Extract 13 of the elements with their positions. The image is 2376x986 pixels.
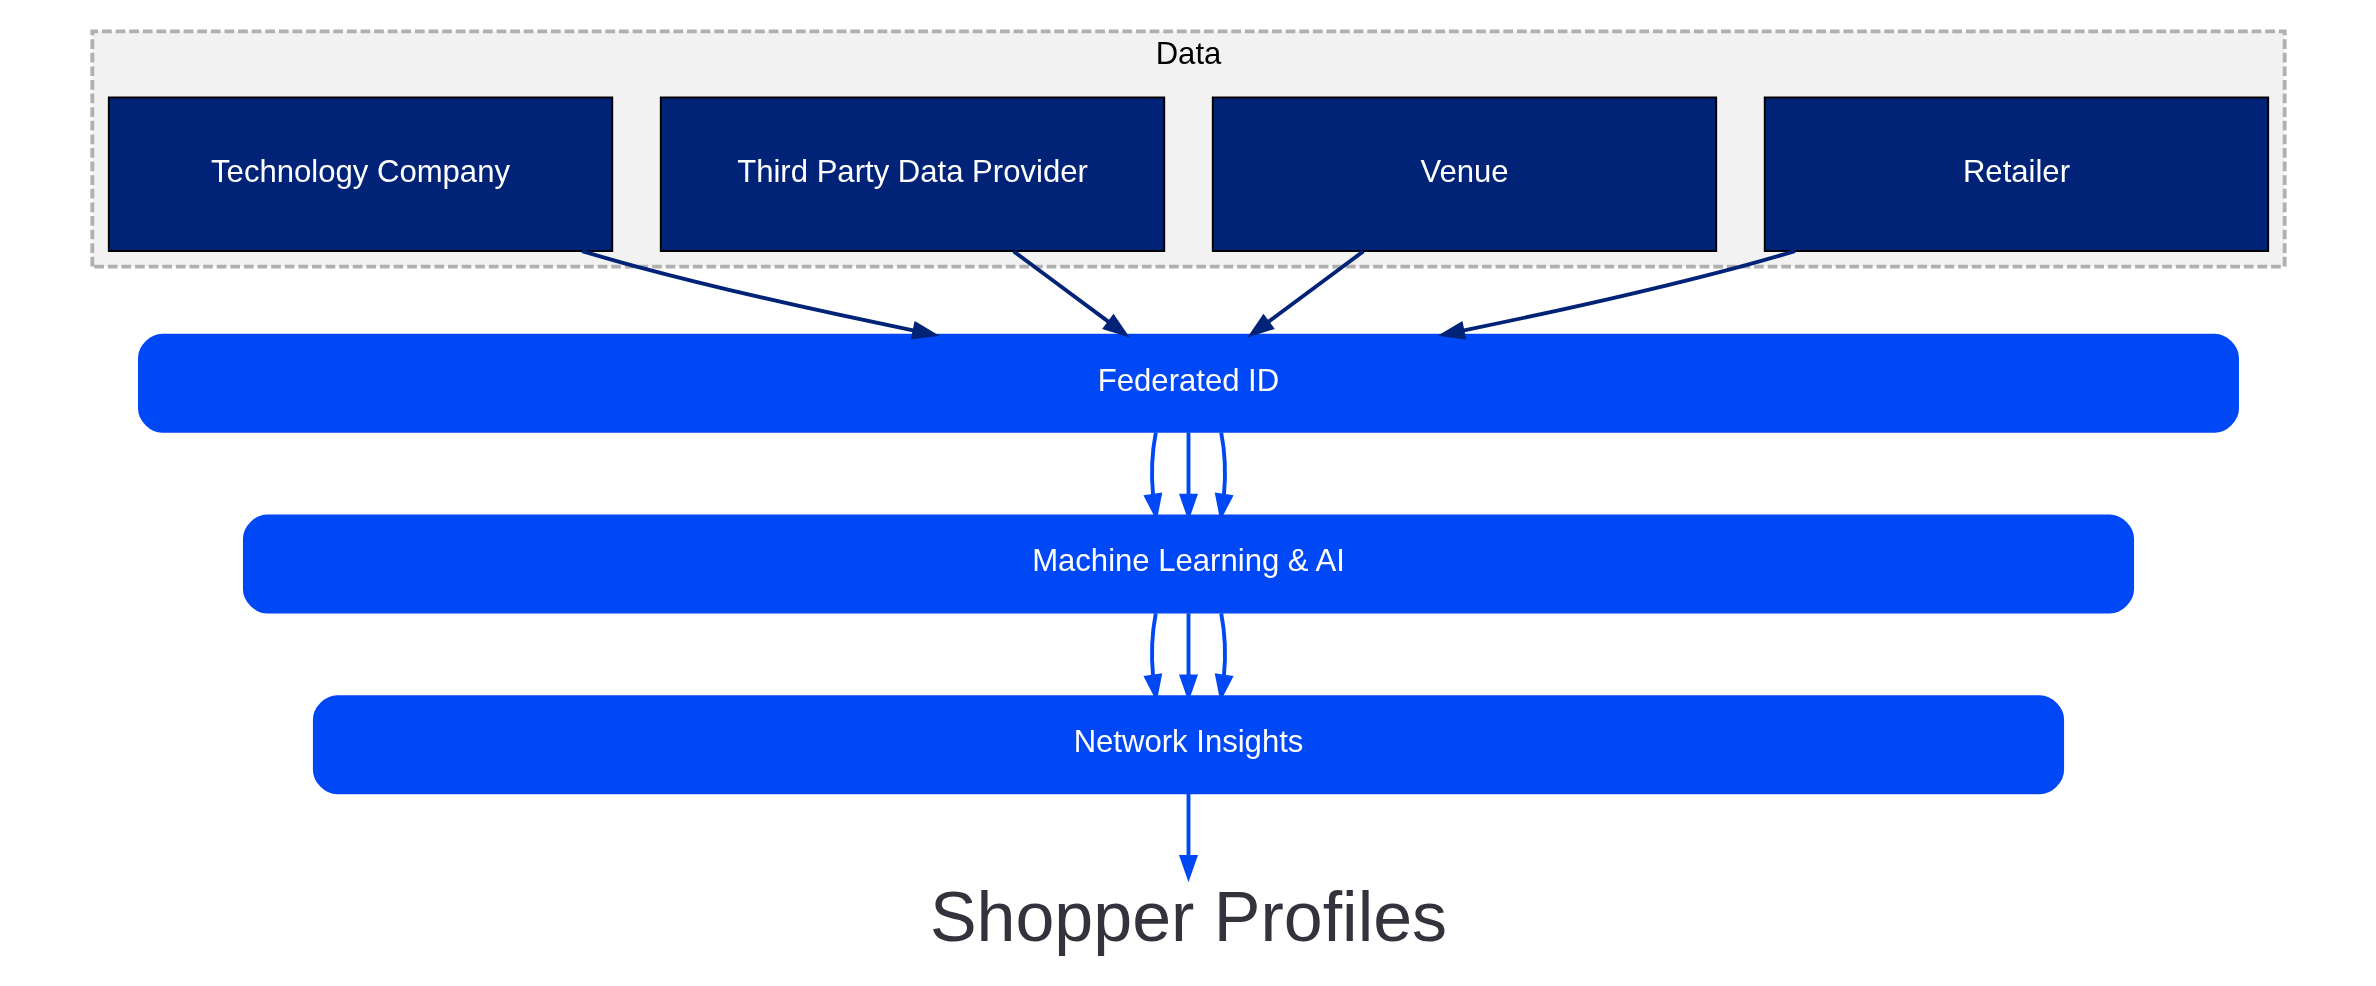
arrow bbox=[1246, 249, 1364, 338]
arrow bbox=[1012, 249, 1130, 338]
node-text: Shopper Profiles bbox=[929, 877, 1447, 956]
arrow bbox=[1437, 249, 1795, 340]
arrow bbox=[1178, 793, 1198, 883]
node-box: Network Insights bbox=[312, 695, 2064, 795]
node-box: Federated ID bbox=[137, 333, 2239, 433]
node-box: Retailer bbox=[1763, 96, 2269, 252]
node-box: Technology Company bbox=[107, 96, 613, 252]
node-box: Third Party Data Provider bbox=[659, 96, 1165, 252]
node-box: Venue bbox=[1211, 96, 1717, 252]
node-box: Machine Learning & AI bbox=[242, 514, 2134, 614]
arrow bbox=[581, 249, 939, 340]
